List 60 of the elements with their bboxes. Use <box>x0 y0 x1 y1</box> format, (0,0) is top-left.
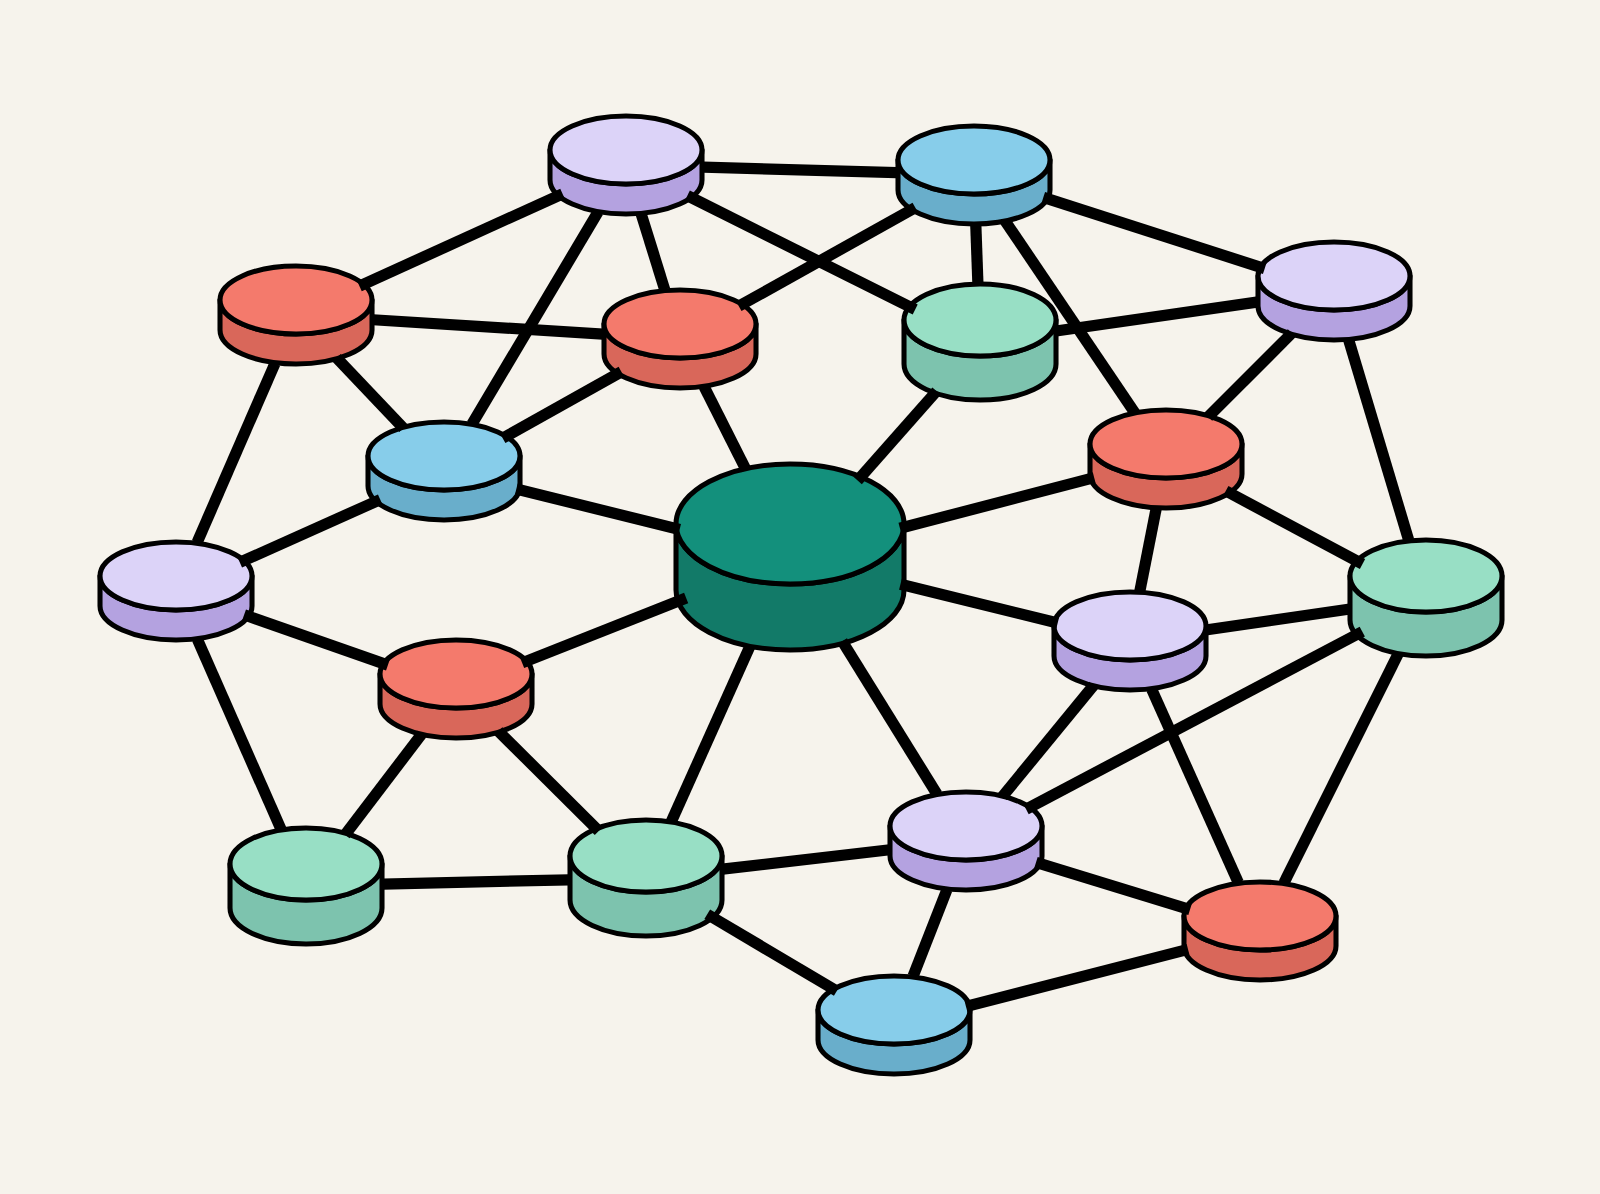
connector-line <box>736 202 918 312</box>
cylinder-node <box>365 419 523 523</box>
connector-line <box>332 353 408 433</box>
cylinder-node <box>97 539 255 643</box>
cylinder-node <box>227 825 385 947</box>
cylinder-node <box>673 461 907 653</box>
cylinder-node <box>901 281 1059 403</box>
connector-line <box>1055 296 1260 337</box>
connector-line <box>191 361 281 545</box>
connector-line <box>1023 626 1365 815</box>
cylinder-node <box>1087 407 1245 511</box>
connector-line <box>684 190 918 315</box>
cylinder-node <box>895 123 1053 227</box>
cylinder-node <box>1347 537 1505 659</box>
connector-line <box>237 494 383 568</box>
cylinder-node <box>1181 879 1339 983</box>
connector-line <box>1343 338 1415 542</box>
connector-line <box>192 637 287 832</box>
connector-line <box>1134 507 1162 593</box>
connector-line <box>853 387 941 485</box>
connector-line <box>970 225 984 283</box>
cylinder-node <box>601 287 759 391</box>
connector-line <box>899 578 1060 629</box>
cylinder-node <box>1051 589 1209 693</box>
cylinder-node <box>567 817 725 939</box>
connector-line <box>666 643 756 825</box>
connector-line <box>1034 857 1192 915</box>
connector-line <box>520 592 689 669</box>
connector-line <box>340 730 427 839</box>
connector-line <box>964 943 1190 1012</box>
cylinder-node <box>547 113 705 217</box>
connector-line <box>703 161 897 179</box>
cylinder-node <box>377 637 535 741</box>
connector-line <box>898 472 1096 534</box>
connector-line <box>704 909 840 996</box>
connector-line <box>998 681 1098 801</box>
connector-line <box>494 727 603 835</box>
connector-line <box>1146 686 1244 885</box>
connector-line <box>1041 191 1267 274</box>
connector-line <box>383 874 569 890</box>
cylinder-node <box>217 263 375 367</box>
connector-line <box>1278 650 1404 886</box>
connector-line <box>499 366 625 444</box>
connector-line <box>514 483 681 535</box>
connector-line <box>1204 603 1351 636</box>
connector-line <box>467 209 603 427</box>
connector-line <box>357 188 565 292</box>
cylinder-node <box>815 973 973 1077</box>
connector-line <box>372 314 604 340</box>
connector-line <box>837 638 942 798</box>
connector-line <box>699 384 751 473</box>
connector-line <box>721 844 891 875</box>
cylinder-node <box>887 789 1045 893</box>
cylinder-node <box>1255 239 1413 343</box>
connector-line <box>635 212 671 292</box>
connector-line <box>1223 485 1366 569</box>
connector-line <box>242 609 390 671</box>
connector-line <box>1000 217 1140 416</box>
connector-line <box>1204 329 1296 421</box>
connector-line <box>907 887 953 979</box>
